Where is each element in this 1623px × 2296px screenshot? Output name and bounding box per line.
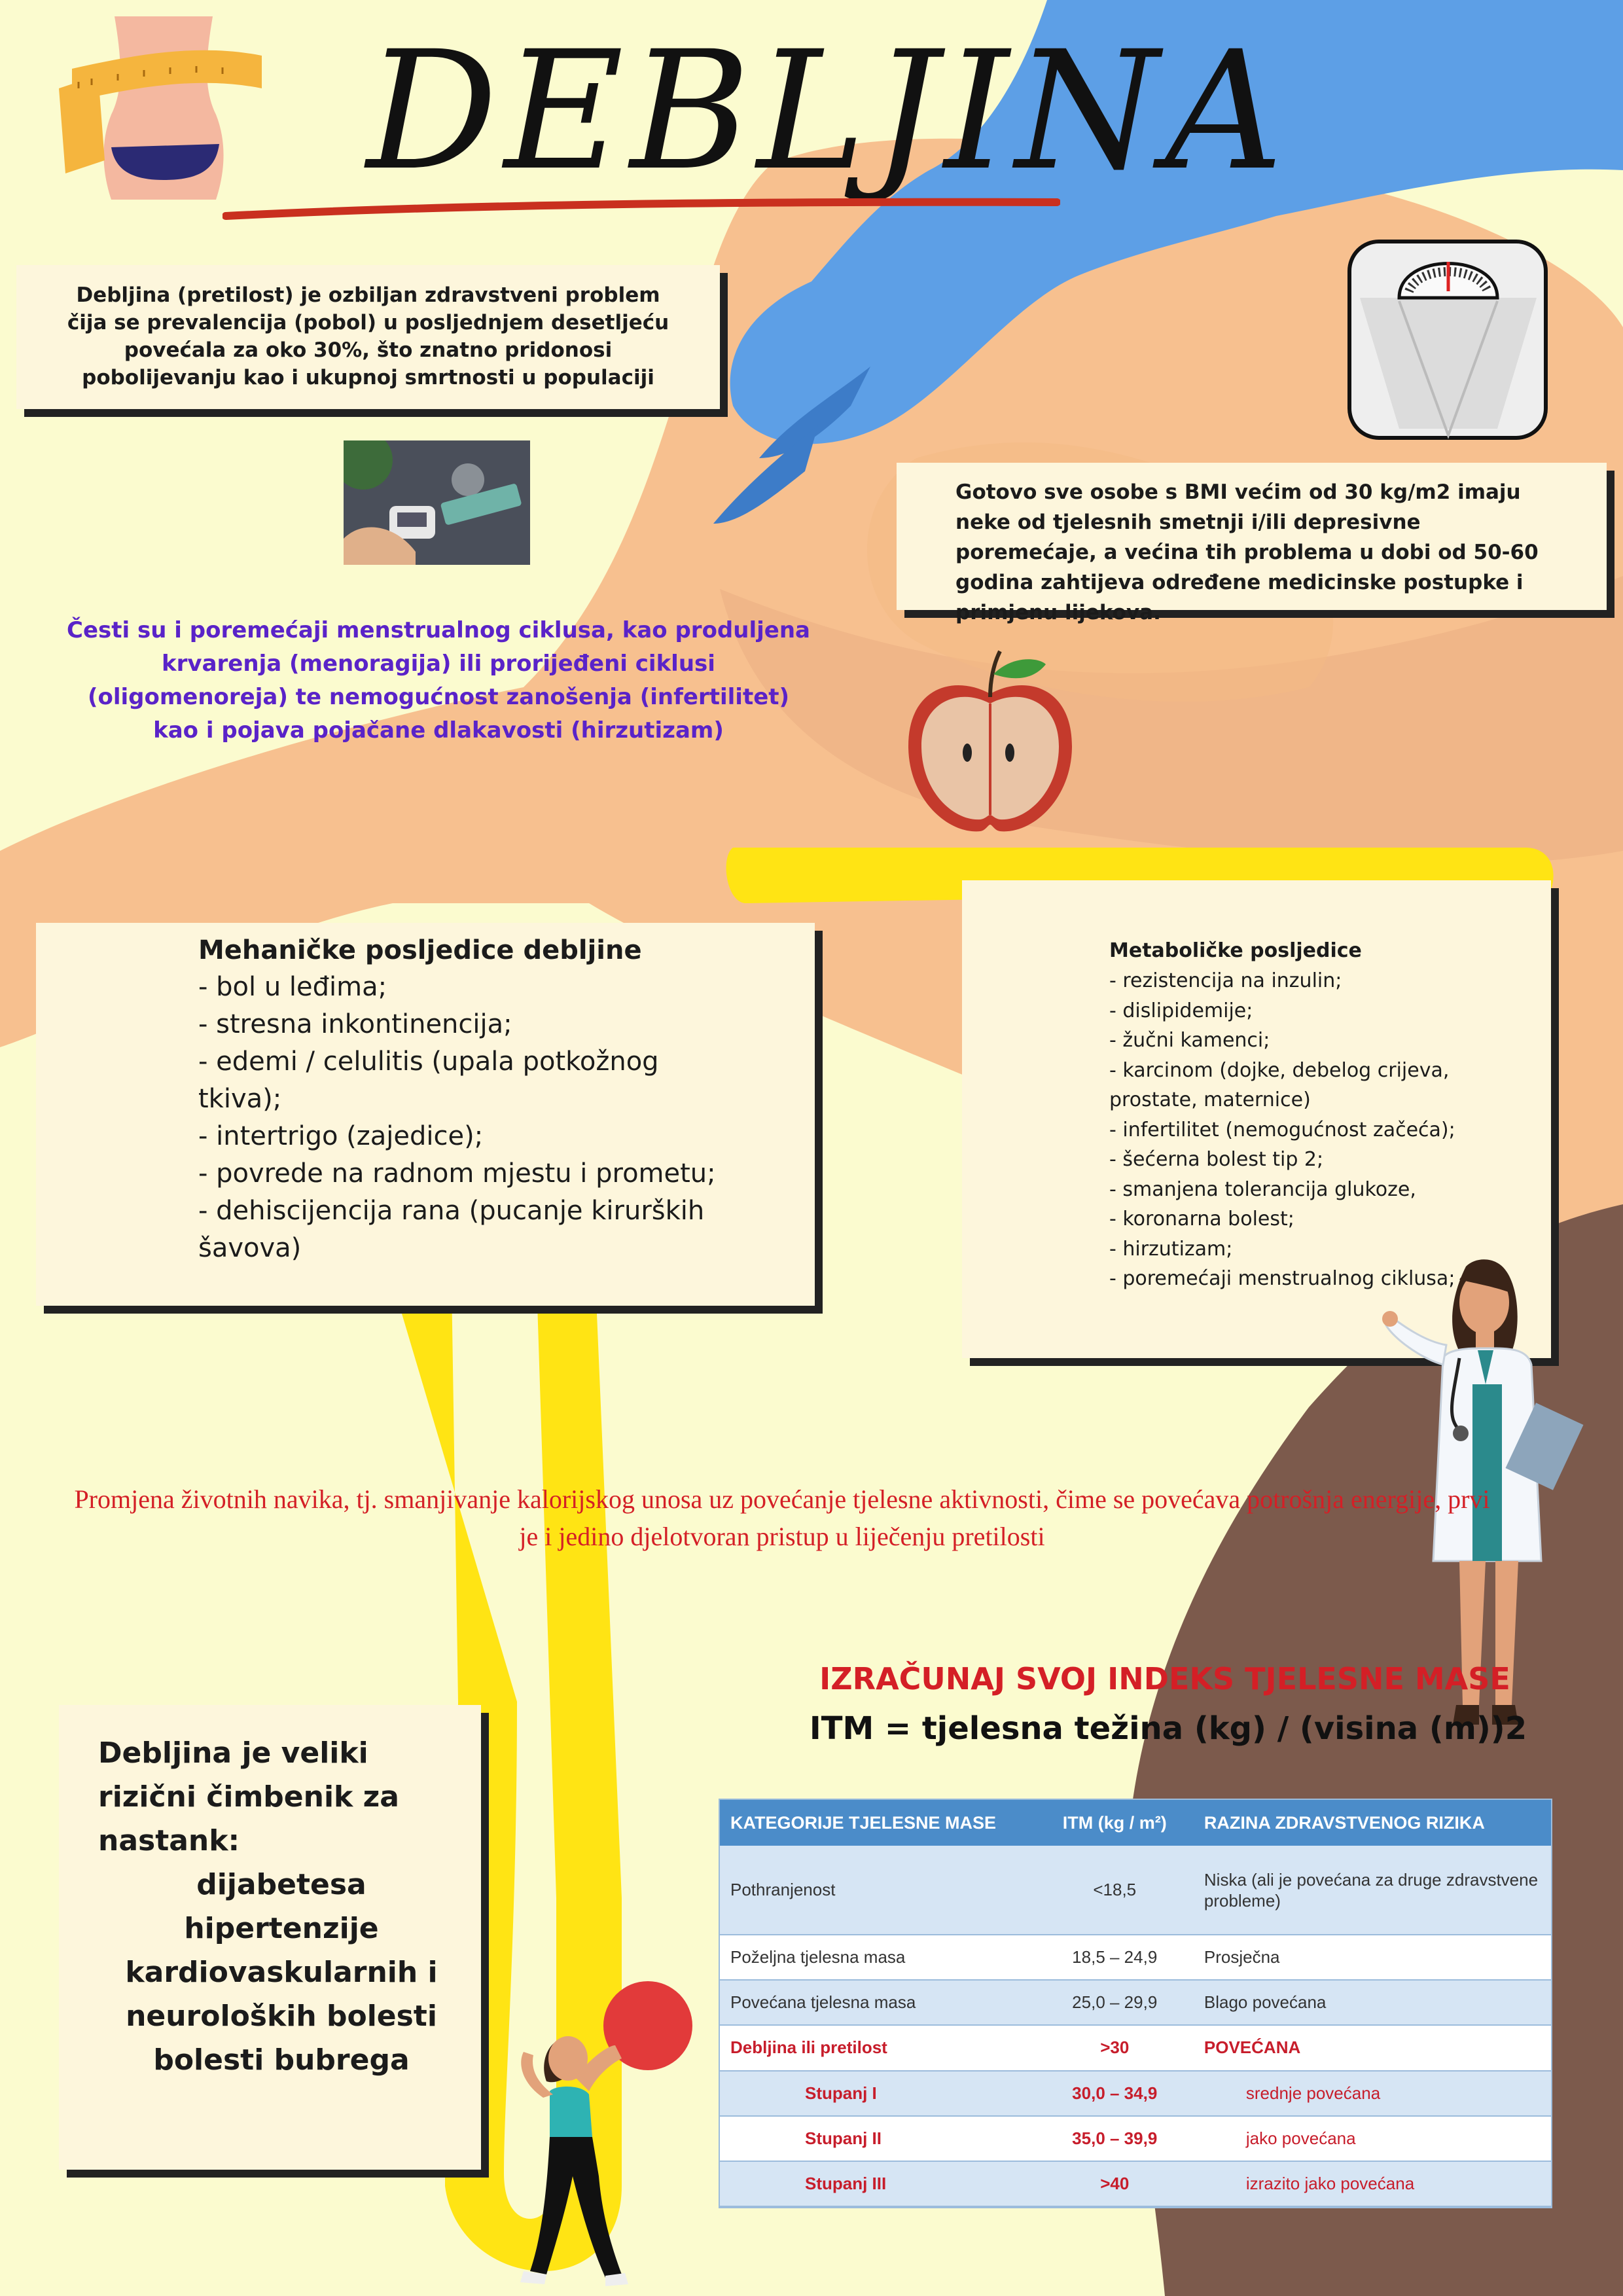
risk-card: Debljina je veliki rizični čimbenik za n… bbox=[59, 1705, 481, 2170]
table-cell: >40 bbox=[1035, 2161, 1194, 2208]
page-title: DEBLJINA bbox=[366, 16, 1290, 206]
table-cell: jako povećana bbox=[1193, 2115, 1551, 2162]
metabolic-item: - koronarna bolest; bbox=[1109, 1208, 1294, 1230]
bmi-info-card: Gotovo sve osobe s BMI većim od 30 kg/m2… bbox=[897, 463, 1607, 624]
metabolic-item: - hirzutizam; bbox=[1109, 1237, 1233, 1261]
table-row: Povećana tjelesna masa 25,0 – 29,9 Blago… bbox=[720, 1980, 1551, 2026]
mechanical-item: - povrede na radnom mjestu i prometu; bbox=[198, 1158, 716, 1189]
table-header: RAZINA ZDRAVSTVENOG RIZIKA bbox=[1193, 1800, 1551, 1846]
metabolic-item: - smanjena tolerancija glukoze, bbox=[1109, 1177, 1416, 1201]
exercising-woman-illustration bbox=[520, 1981, 692, 2286]
bmi-formula: ITM = tjelesna težina (kg) / (visina (m)… bbox=[809, 1710, 1527, 1747]
table-cell: 18,5 – 24,9 bbox=[1035, 1935, 1194, 1981]
metabolic-item: - dislipidemije; bbox=[1109, 999, 1253, 1022]
apple-icon bbox=[908, 650, 1072, 832]
mechanical-item: - stresna inkontinencija; bbox=[198, 1009, 512, 1039]
table-row: Stupanj I 30,0 – 34,9 srednje povećana bbox=[720, 2070, 1551, 2117]
bmi-info-text: Gotovo sve osobe s BMI većim od 30 kg/m2… bbox=[955, 480, 1539, 624]
risk-item: hipertenzije bbox=[184, 1912, 379, 1945]
table-cell: <18,5 bbox=[1035, 1846, 1194, 1936]
intro-card: Debljina (pretilost) je ozbiljan zdravst… bbox=[16, 265, 720, 409]
table-cell: Stupanj III bbox=[720, 2161, 1036, 2208]
table-cell: izrazito jako povećana bbox=[1193, 2161, 1551, 2208]
table-cell: Pothranjenost bbox=[720, 1846, 1036, 1936]
lifestyle-text: Promjena životnih navika, tj. smanjivanj… bbox=[74, 1484, 1490, 1551]
metabolic-card: Metaboličke posljedice - rezistencija na… bbox=[962, 880, 1551, 1358]
metabolic-item: - infertilitet (nemogućnost začeća); bbox=[1109, 1118, 1455, 1141]
table-cell: srednje povećana bbox=[1193, 2070, 1551, 2117]
table-cell: Debljina ili pretilost bbox=[720, 2025, 1036, 2072]
table-cell: Poželjna tjelesna masa bbox=[720, 1935, 1036, 1981]
risk-intro: Debljina je veliki rizični čimbenik za n… bbox=[98, 1736, 399, 1857]
table-row: Poželjna tjelesna masa 18,5 – 24,9 Prosj… bbox=[720, 1935, 1551, 1981]
glucose-meter-photo bbox=[344, 440, 530, 565]
table-cell: 35,0 – 39,9 bbox=[1035, 2115, 1194, 2162]
table-header: KATEGORIJE TJELESNE MASE bbox=[720, 1800, 1036, 1846]
mechanical-item: - bol u leđima; bbox=[198, 972, 387, 1002]
mechanical-title: Mehaničke posljedice debljine bbox=[198, 935, 642, 965]
menstrual-text: Česti su i poremećaji menstrualnog ciklu… bbox=[67, 617, 810, 744]
risk-item: bolesti bubrega bbox=[153, 2043, 410, 2077]
table-cell: Stupanj II bbox=[720, 2115, 1036, 2162]
title-underline bbox=[223, 198, 1060, 220]
table-cell: Blago povećana bbox=[1193, 1980, 1551, 2026]
metabolic-item: - poremećaji menstrualnog ciklusa; bbox=[1109, 1267, 1455, 1290]
table-cell: Povećana tjelesna masa bbox=[720, 1980, 1036, 2026]
bmi-table-wrapper: KATEGORIJE TJELESNE MASE ITM (kg / m²) R… bbox=[720, 1800, 1551, 2208]
mechanical-item: - dehiscijencija rana (pucanje kirurških… bbox=[198, 1196, 705, 1263]
mechanical-item: - intertrigo (zajedice); bbox=[198, 1121, 484, 1151]
metabolic-title: Metaboličke posljedice bbox=[1109, 939, 1362, 962]
table-cell: 25,0 – 29,9 bbox=[1035, 1980, 1194, 2026]
metabolic-item: - rezistencija na inzulin; bbox=[1109, 969, 1342, 992]
mechanical-card: Mehaničke posljedice debljine - bol u le… bbox=[36, 923, 815, 1306]
table-cell: Niska (ali je povećana za druge zdravstv… bbox=[1193, 1846, 1551, 1936]
table-cell: Prosječna bbox=[1193, 1935, 1551, 1981]
mechanical-item: - edemi / celulitis (upala potkožnog tki… bbox=[198, 1047, 659, 1114]
table-row: Pothranjenost <18,5 Niska (ali je poveća… bbox=[720, 1846, 1551, 1936]
metabolic-item: - šećerna bolest tip 2; bbox=[1109, 1148, 1324, 1171]
metabolic-item: - žučni kamenci; bbox=[1109, 1029, 1270, 1052]
waist-icon bbox=[52, 16, 275, 200]
table-row: Stupanj II 35,0 – 39,9 jako povećana bbox=[720, 2115, 1551, 2162]
table-header: ITM (kg / m²) bbox=[1035, 1800, 1194, 1846]
table-cell: POVEĆANA bbox=[1193, 2025, 1551, 2072]
table-row: Debljina ili pretilost >30 POVEĆANA bbox=[720, 2025, 1551, 2072]
bmi-calc-heading: IZRAČUNAJ SVOJ INDEKS TJELESNE MASE bbox=[819, 1661, 1510, 1696]
table-cell: 30,0 – 34,9 bbox=[1035, 2070, 1194, 2117]
table-row: Stupanj III >40 izrazito jako povećana bbox=[720, 2161, 1551, 2208]
bmi-table: KATEGORIJE TJELESNE MASE ITM (kg / m²) R… bbox=[720, 1800, 1551, 2208]
intro-text: Debljina (pretilost) je ozbiljan zdravst… bbox=[67, 283, 669, 389]
scale-icon bbox=[1347, 240, 1548, 440]
table-cell: >30 bbox=[1035, 2025, 1194, 2072]
risk-item: dijabetesa bbox=[196, 1868, 366, 1901]
doctor-illustration bbox=[1382, 1259, 1584, 1725]
metabolic-item: - karcinom (dojke, debelog crijeva, pros… bbox=[1109, 1058, 1450, 1112]
table-cell: Stupanj I bbox=[720, 2070, 1036, 2117]
risk-item: kardiovaskularnih i neuroloških bolesti bbox=[125, 1956, 438, 2033]
